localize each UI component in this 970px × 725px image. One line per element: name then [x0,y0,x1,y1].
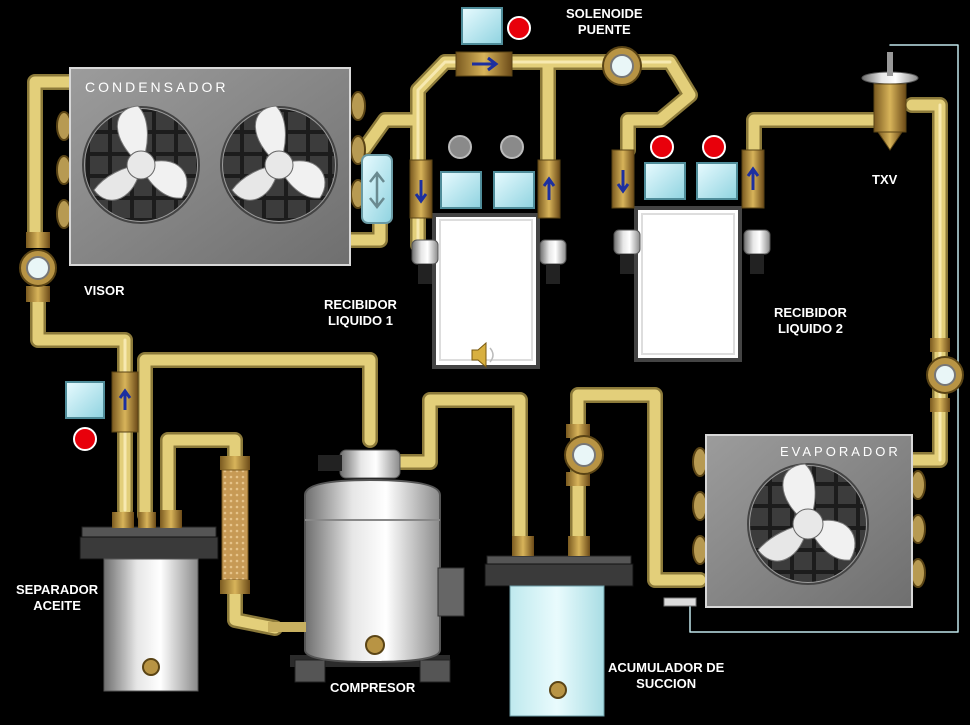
bridge-sight-glass [602,46,642,86]
sight-glass-suction [564,424,604,486]
evaporator-label: EVAPORADOR [780,444,901,459]
liquid-receiver-2 [611,149,771,362]
recibidor-2-label: RECIBIDOR LIQUIDO 2 [774,305,847,336]
liquid-receiver-1 [409,159,567,369]
compressor [268,449,465,683]
separador-label: SEPARADOR ACEITE [16,582,99,613]
expansion-valve-txv [861,52,919,151]
bridge-solenoid-valve [455,7,513,77]
sight-glass-evap-line [926,338,964,412]
indicator-recibidor2-right [702,135,726,159]
compresor-label: COMPRESOR [330,680,416,695]
solenoide-puente-label: SOLENOIDE PUENTE [566,6,643,37]
sight-glass-visor [19,232,57,302]
condenser-unit [56,67,366,266]
suction-accumulator [484,536,634,717]
txv-label: TXV [872,172,898,187]
speaker-icon [471,341,494,369]
indicator-recibidor1-right [500,135,524,159]
acumulador-label: ACUMULADOR DE SUCCION [608,660,725,691]
filter-drier-condenser [361,154,393,224]
oil-separator [65,371,219,692]
recibidor-1-label: RECIBIDOR LIQUIDO 1 [324,297,397,328]
evaporator-unit [663,434,926,608]
status-indicators [73,16,726,451]
indicator-solenoide-puente [507,16,531,40]
indicator-recibidor2-left [650,135,674,159]
indicator-separador-solenoide [73,427,97,451]
condenser-label: CONDENSADOR [85,79,229,95]
condenser-fan-1 [82,105,200,224]
visor-label: VISOR [84,283,125,298]
condenser-fan-2 [220,105,338,224]
indicator-recibidor1-left [448,135,472,159]
suction-filter [220,456,250,594]
